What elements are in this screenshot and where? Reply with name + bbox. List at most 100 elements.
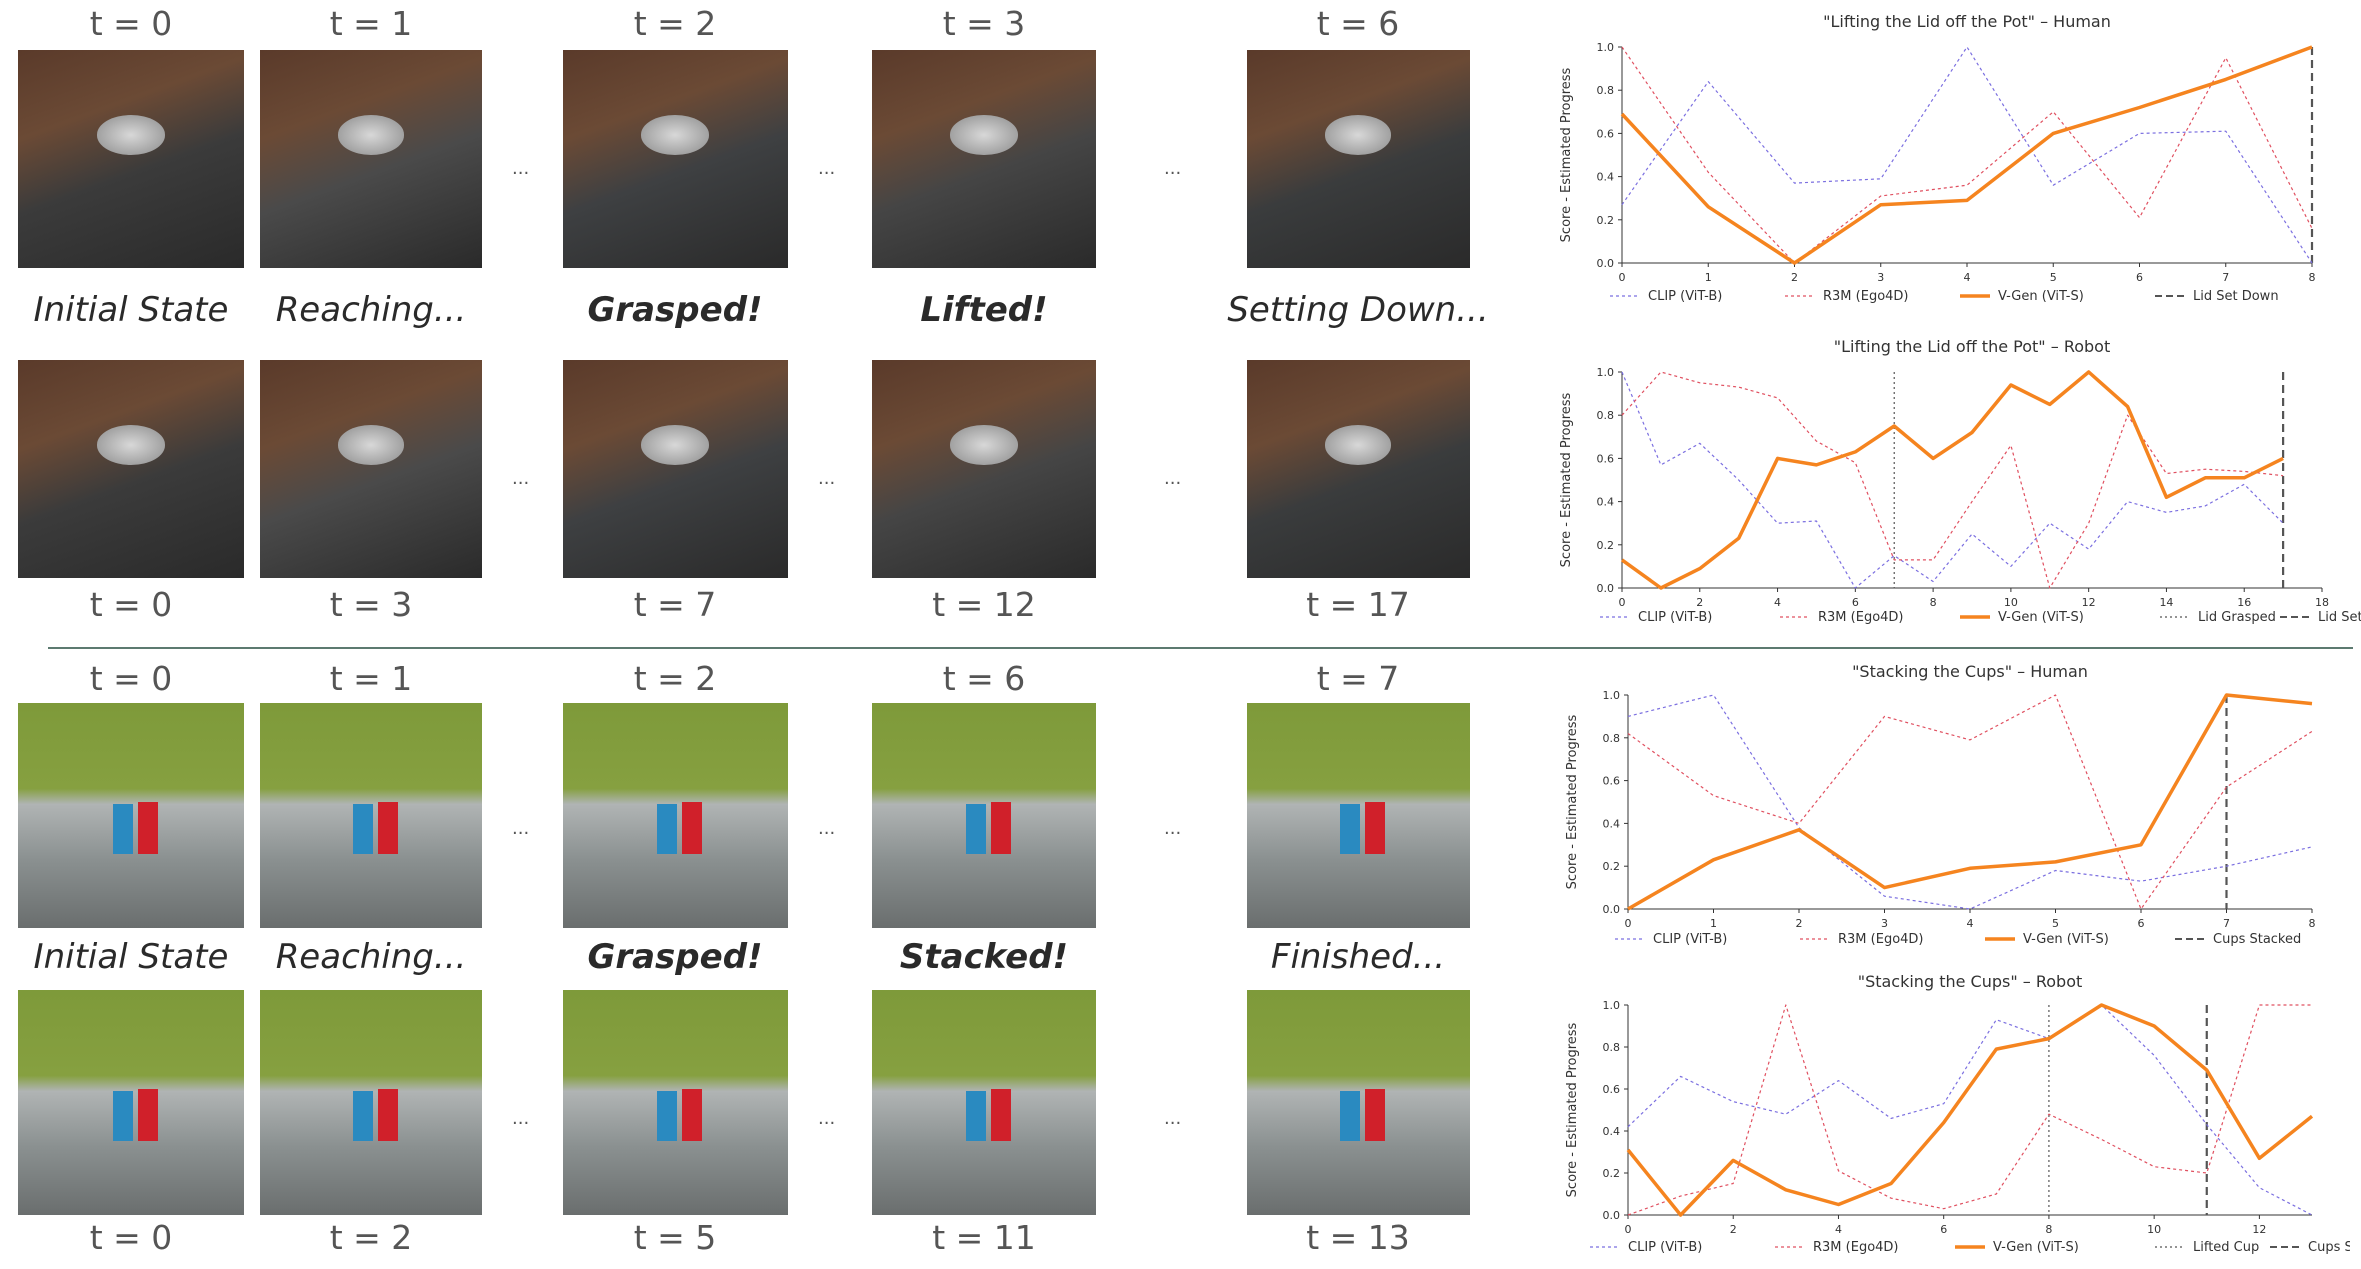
time-label: t = 3 <box>942 4 1026 43</box>
y-tick-label: 0.2 <box>1603 860 1621 873</box>
legend-label: Cups Stacked <box>2308 1240 2350 1255</box>
x-tick-label: 10 <box>2004 596 2018 609</box>
time-label: t = 6 <box>1316 4 1400 43</box>
chart-title: "Lifting the Lid off the Pot" – Human <box>1823 12 2111 31</box>
y-axis-label: Score - Estimated Progress <box>1565 1022 1580 1197</box>
ellipsis: ... <box>1164 1108 1182 1129</box>
x-tick-label: 0 <box>1619 271 1626 284</box>
time-label: t = 2 <box>329 1218 413 1257</box>
legend-label: V-Gen (ViT-S) <box>1998 289 2084 304</box>
video-frame-cups <box>18 703 244 928</box>
x-tick-label: 8 <box>2309 271 2316 284</box>
y-tick-label: 0.4 <box>1597 171 1615 184</box>
ellipsis: ... <box>512 468 530 489</box>
legend-label: Lifted Cup <box>2193 1240 2259 1255</box>
phase-caption: Finished... <box>1270 937 1446 977</box>
video-frame-cups <box>872 990 1096 1215</box>
phase-caption: Stacked! <box>899 937 1069 977</box>
legend-label: Cups Stacked <box>2213 932 2301 947</box>
phase-caption: Lifted! <box>920 290 1048 330</box>
ellipsis: ... <box>1164 158 1182 179</box>
y-axis-label: Score - Estimated Progress <box>1559 67 1574 242</box>
series-line-clip <box>1621 371 2284 589</box>
time-label: t = 1 <box>329 659 413 698</box>
phase-caption: Grasped! <box>587 290 763 330</box>
x-tick-label: 7 <box>2222 271 2229 284</box>
video-frame-pot <box>18 360 244 578</box>
chart-title: "Stacking the Cups" – Human <box>1852 662 2088 681</box>
ellipsis: ... <box>1164 468 1182 489</box>
x-tick-label: 8 <box>2309 917 2316 930</box>
y-tick-label: 1.0 <box>1597 366 1615 379</box>
y-axis-label: Score - Estimated Progress <box>1559 392 1574 567</box>
video-frame-cups <box>562 703 788 928</box>
time-label: t = 17 <box>1306 585 1410 624</box>
y-tick-label: 0.8 <box>1603 732 1621 745</box>
time-label: t = 7 <box>1316 659 1400 698</box>
y-tick-label: 0.6 <box>1603 775 1621 788</box>
x-tick-label: 12 <box>2252 1223 2266 1236</box>
x-tick-label: 0 <box>1625 1223 1632 1236</box>
time-label: t = 2 <box>633 659 717 698</box>
legend-label: Lid Set Down <box>2193 289 2279 304</box>
x-tick-label: 6 <box>1940 1223 1947 1236</box>
ellipsis: ... <box>818 1108 836 1129</box>
legend-label: V-Gen (ViT-S) <box>2023 932 2109 947</box>
x-tick-label: 2 <box>1796 917 1803 930</box>
video-frame-pot <box>1246 50 1470 268</box>
x-tick-label: 2 <box>1791 271 1798 284</box>
series-line-vgen <box>1620 45 2313 265</box>
x-tick-label: 10 <box>2147 1223 2161 1236</box>
legend-label: R3M (Ego4D) <box>1813 1240 1899 1255</box>
x-tick-label: 5 <box>2050 271 2057 284</box>
phase-caption: Reaching... <box>275 290 467 330</box>
video-frame-cups <box>18 990 244 1215</box>
y-tick-label: 1.0 <box>1603 689 1621 702</box>
x-tick-label: 1 <box>1710 917 1717 930</box>
x-tick-label: 8 <box>2045 1223 2052 1236</box>
video-frame-pot <box>1246 360 1470 578</box>
series-line-clip <box>1627 1004 2313 1216</box>
y-tick-label: 0.6 <box>1597 452 1615 465</box>
legend-label: V-Gen (ViT-S) <box>1993 1240 2079 1255</box>
x-tick-label: 2 <box>1696 596 1703 609</box>
x-tick-label: 8 <box>1930 596 1937 609</box>
phase-caption: Setting Down... <box>1227 290 1489 330</box>
legend-label: CLIP (ViT-B) <box>1653 932 1727 947</box>
y-axis-label: Score - Estimated Progress <box>1565 714 1580 889</box>
x-tick-label: 1 <box>1705 271 1712 284</box>
time-label: t = 0 <box>89 585 173 624</box>
y-tick-label: 0.2 <box>1597 539 1615 552</box>
legend-label: CLIP (ViT-B) <box>1648 289 1722 304</box>
video-frame-cups <box>872 703 1096 928</box>
phase-caption: Initial State <box>33 290 229 330</box>
time-label: t = 11 <box>932 1218 1036 1257</box>
ellipsis: ... <box>818 818 836 839</box>
video-frame-cups <box>260 990 482 1215</box>
time-label: t = 12 <box>932 585 1036 624</box>
legend-label: V-Gen (ViT-S) <box>1998 610 2084 625</box>
ellipsis: ... <box>1164 818 1182 839</box>
video-frame-pot <box>260 50 482 268</box>
x-tick-label: 14 <box>2159 596 2173 609</box>
x-tick-label: 4 <box>1964 271 1971 284</box>
video-frame-cups <box>260 703 482 928</box>
y-tick-label: 0.4 <box>1603 1125 1621 1138</box>
series-line-vgen <box>1627 693 2313 911</box>
series-line-r3m <box>1627 1004 2312 1216</box>
time-label: t = 0 <box>89 1218 173 1257</box>
phase-caption: Initial State <box>33 937 229 977</box>
series-line-vgen <box>1620 370 2284 590</box>
x-tick-label: 4 <box>1774 596 1781 609</box>
x-tick-label: 6 <box>2138 917 2145 930</box>
ellipsis: ... <box>818 158 836 179</box>
y-tick-label: 0.0 <box>1597 582 1615 595</box>
phase-caption: Reaching... <box>275 937 467 977</box>
x-tick-label: 5 <box>2052 917 2059 930</box>
legend-label: R3M (Ego4D) <box>1818 610 1904 625</box>
time-label: t = 1 <box>329 4 413 43</box>
time-label: t = 6 <box>942 659 1026 698</box>
x-tick-label: 3 <box>1881 917 1888 930</box>
